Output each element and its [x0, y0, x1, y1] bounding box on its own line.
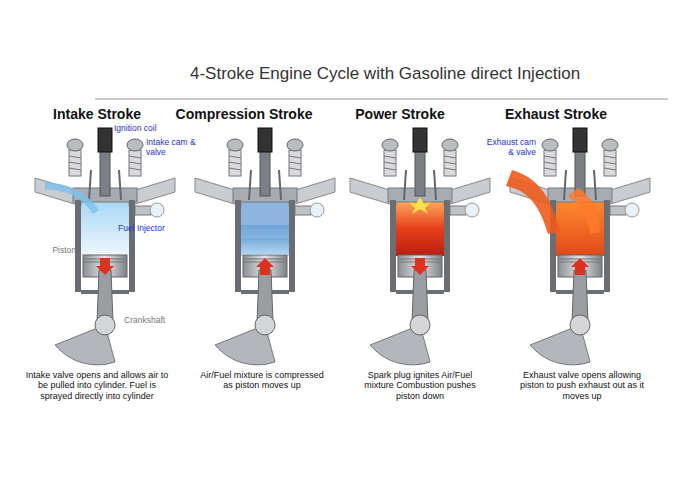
stroke-heading: Intake Stroke [27, 106, 167, 122]
diagram-title: 4-Stroke Engine Cycle with Gasoline dire… [190, 64, 580, 84]
part-label: Ignition coil [114, 124, 170, 134]
part-label: Exhaust cam & valve [482, 138, 536, 158]
part-label: Crankshaft [124, 316, 184, 326]
stroke-heading: Compression Stroke [169, 106, 319, 122]
stroke-description: Intake valve opens and allows air to be … [22, 370, 172, 401]
stroke-description: Air/Fuel mixture is compressed as piston… [197, 370, 327, 391]
stroke-description: Spark plug ignites Air/Fuel mixture Comb… [360, 370, 480, 401]
stroke-heading: Power Stroke [344, 106, 456, 122]
stroke-description: Exhaust valve opens allowing piston to p… [517, 370, 647, 401]
part-label: Intake cam & valve [146, 138, 198, 158]
stroke-heading: Exhaust Stroke [494, 106, 618, 122]
part-label: Fuel Injector [118, 224, 178, 234]
part-label: Piston [38, 246, 76, 256]
